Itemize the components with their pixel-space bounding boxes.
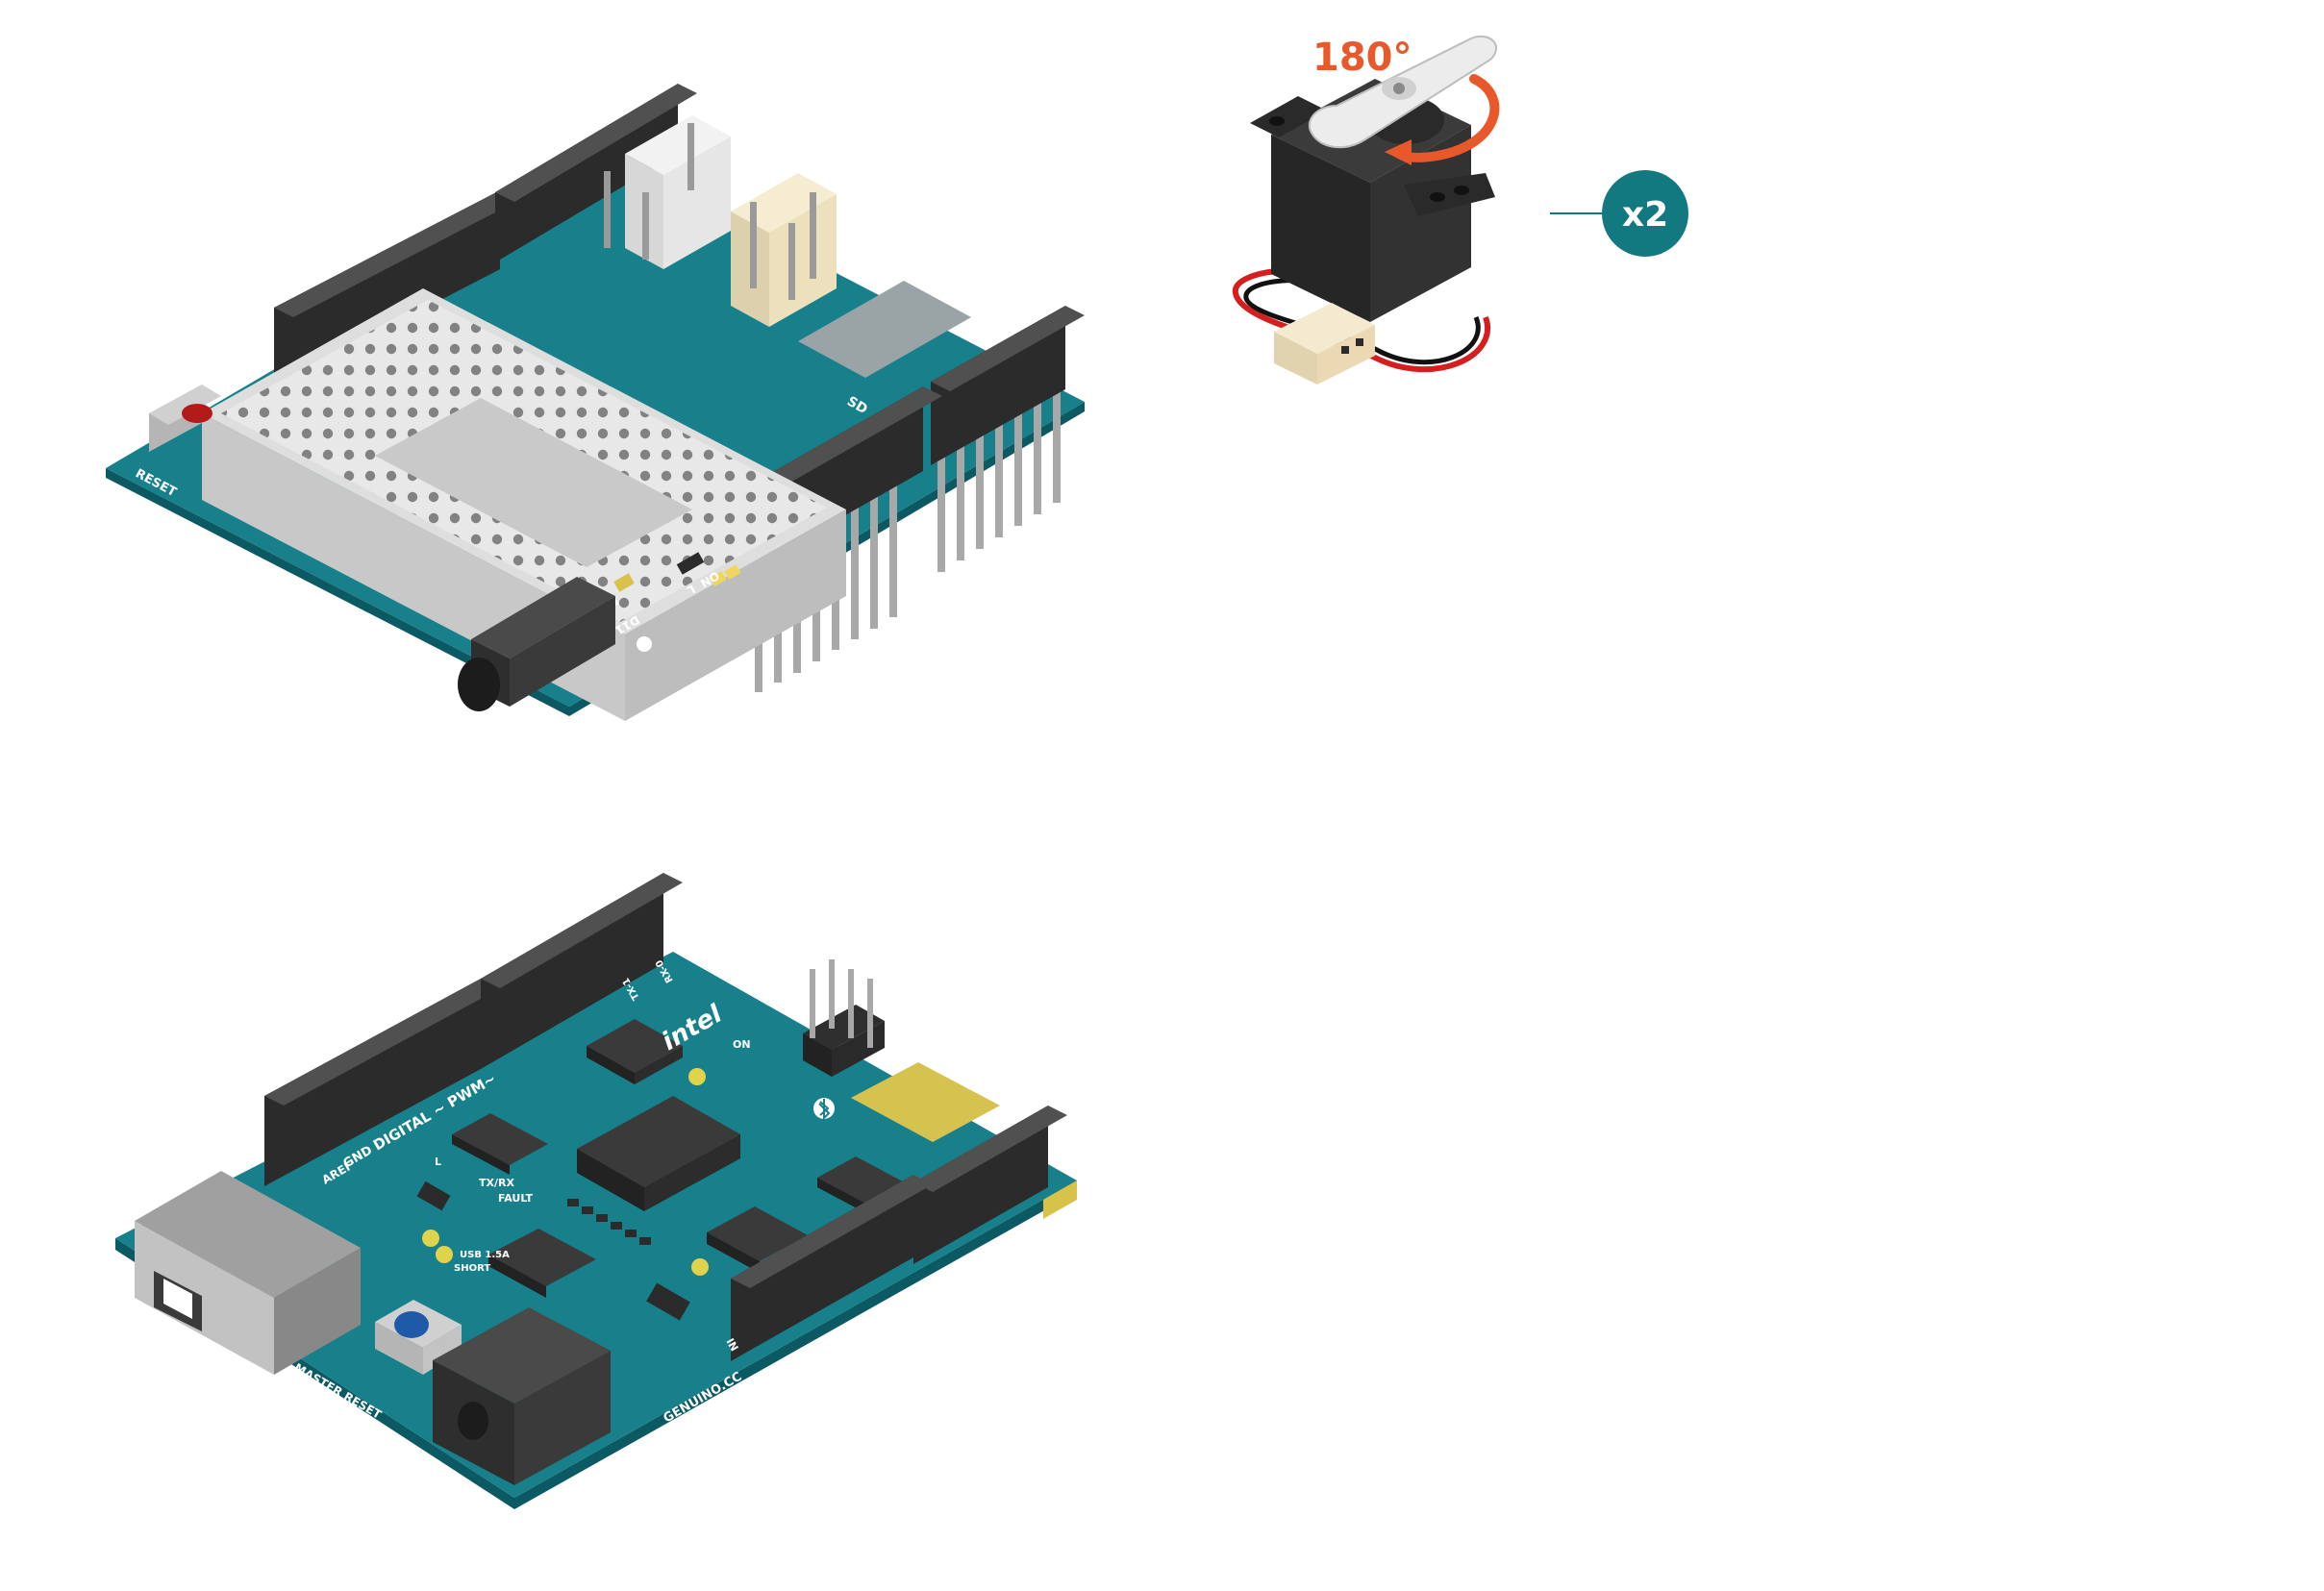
shield-audio-jack [458,577,615,711]
board-pcb [115,952,1077,1498]
rotation-arrow-head [1385,139,1412,165]
shield-white-connector [604,115,731,269]
usb-b-connector[interactable] [135,1171,361,1375]
shield-status-leds [613,552,741,592]
board-back-header-2 [481,873,683,1069]
chip-top [587,1019,683,1084]
sd-card-slot [798,281,971,378]
board-front-header-left [731,1175,933,1361]
shield-cream-connector [731,173,837,327]
shield-back-header-1 [274,190,519,386]
small-components [416,1181,690,1321]
silk-short: SHORT [454,1263,490,1274]
breadboard-center-channel [375,398,692,567]
silk-l: L [435,1156,441,1168]
servo-connector [1274,303,1375,385]
quantity-badge [1602,170,1688,257]
shield-reset-button[interactable] [149,385,221,452]
rotation-label: 180° [1312,36,1412,80]
dc-power-jack[interactable] [433,1307,611,1485]
chip-center-left [488,1229,596,1298]
silk-usb: USB 1.5A [460,1250,510,1260]
chip-left [452,1113,548,1175]
shield-back-header-2 [495,84,697,262]
silk-txrx: TX/RX [479,1177,514,1189]
main-processor [577,1096,740,1211]
bluetooth-antenna [851,1062,1000,1142]
board-front-header-right [913,1106,1067,1264]
master-reset-button[interactable] [375,1300,462,1375]
genuino-101-board: intel DIGITAL ~ PWM~ GND AREF L TX/RX FA… [115,873,1077,1509]
icsp-header [803,959,885,1077]
quantity-label: x2 [1622,195,1668,235]
shield-front-header-right [931,306,1085,465]
silk-fault: FAULT [498,1192,534,1205]
mounting-hole [637,636,652,652]
board-back-header-1 [264,979,500,1186]
silk-on: ON [733,1038,751,1051]
chip-center-right [707,1206,808,1273]
yellow-pads [422,1068,709,1276]
proto-shield: SD RESET [106,84,1085,721]
silk-in: IN [723,1336,740,1354]
board-edge-connector [1043,1181,1077,1219]
servo-motor: 180° x2 [1232,36,1688,385]
